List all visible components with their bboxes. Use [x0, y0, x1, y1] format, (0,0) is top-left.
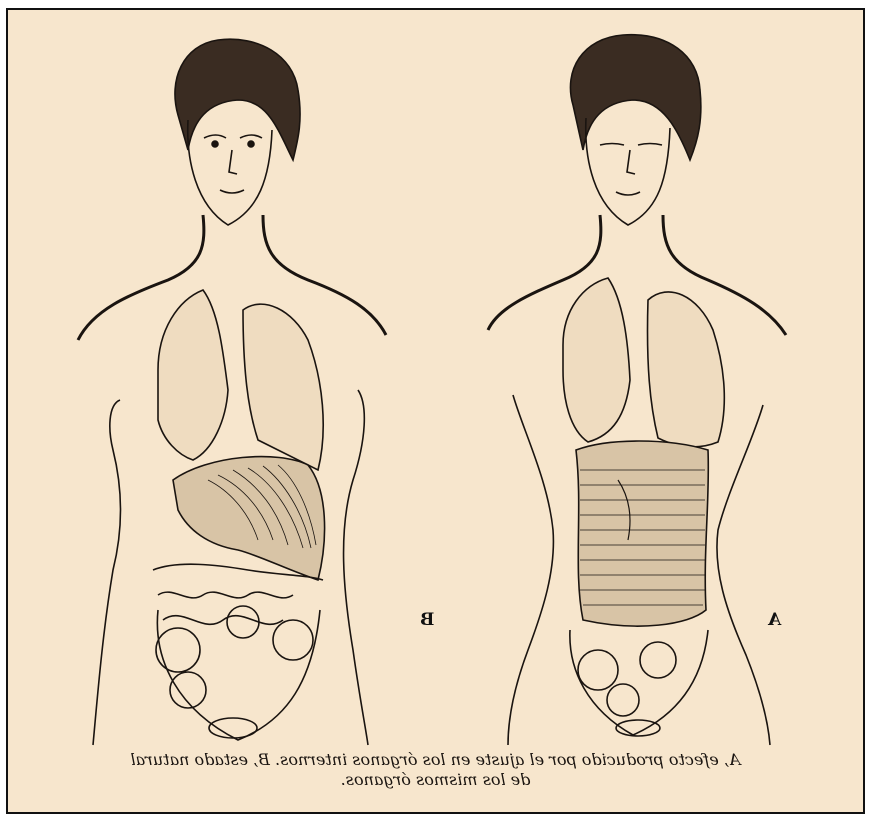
- caption-line-1: A, efecto producido por el ajuste en los…: [8, 750, 863, 770]
- figure-label-left: B: [420, 610, 434, 630]
- anatomical-illustration: [8, 10, 863, 812]
- caption-line-2: de los mismos órganos.: [8, 770, 863, 790]
- engraving-frame: B A A, efecto producido por el ajuste en…: [6, 8, 865, 814]
- figure-label-right: A: [768, 610, 781, 630]
- figure-corseted-state: [488, 35, 786, 745]
- figure-caption: A, efecto producido por el ajuste en los…: [8, 750, 863, 790]
- figure-natural-state: [78, 39, 386, 745]
